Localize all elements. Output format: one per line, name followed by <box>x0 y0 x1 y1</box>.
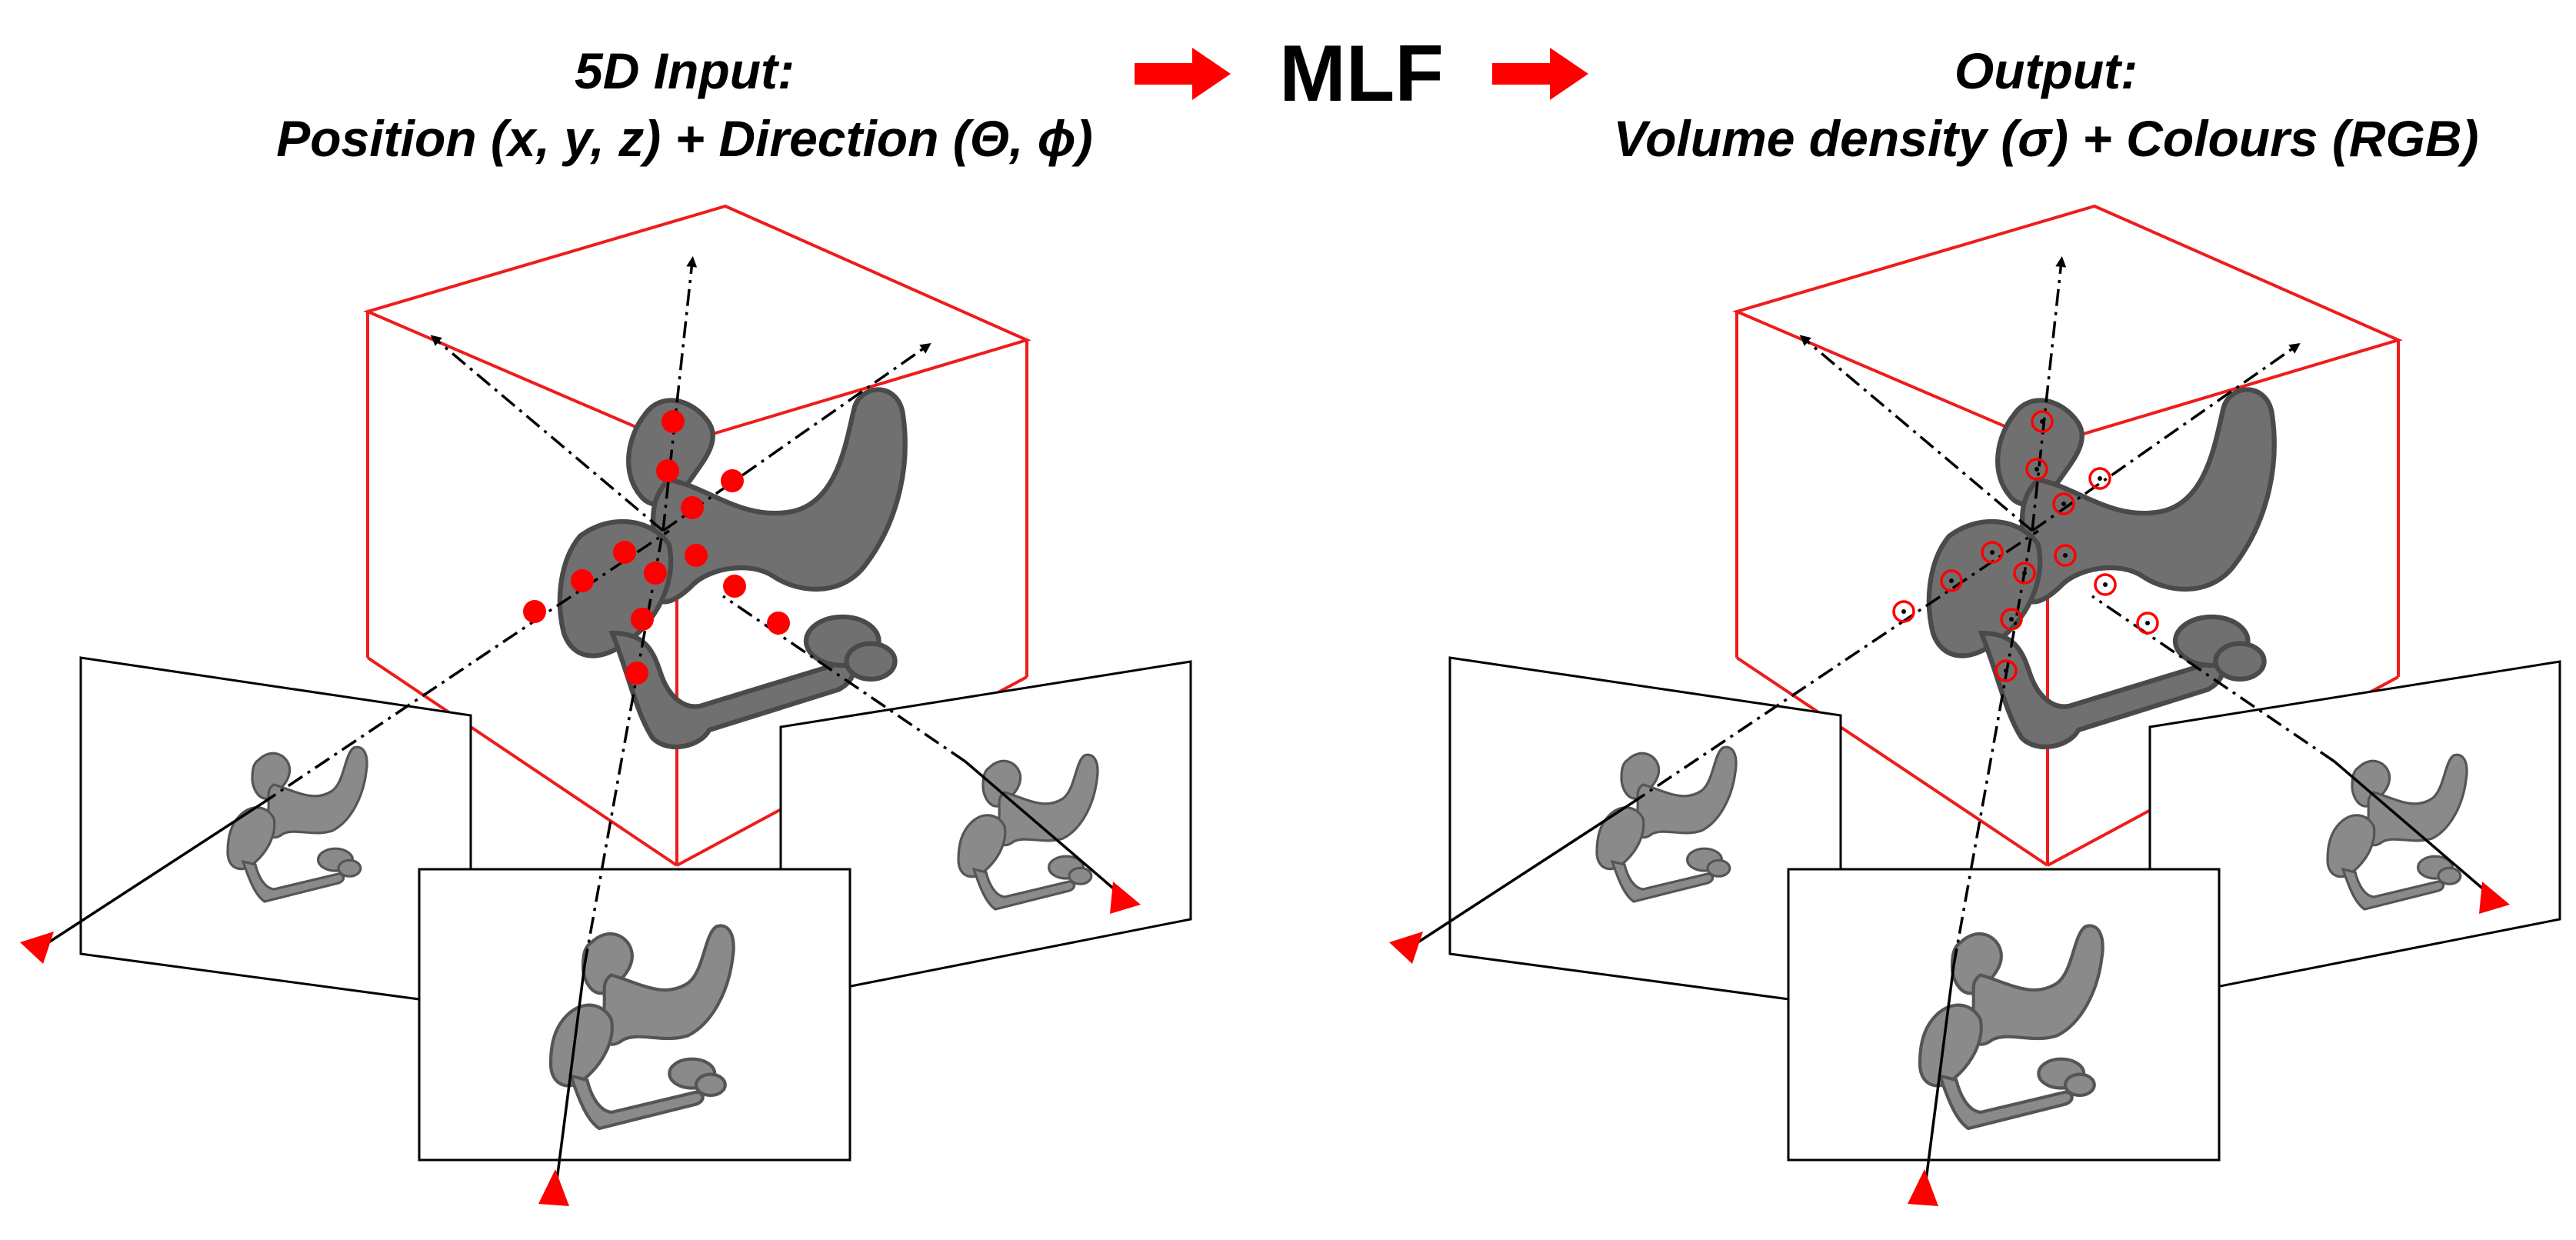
output-title-line1: Output: <box>1954 42 2138 99</box>
sample-point <box>2013 562 2036 585</box>
input-camera-view-left <box>79 656 472 1008</box>
sample-point <box>721 469 744 492</box>
sample-point <box>681 496 704 519</box>
output-title: Output: Volume density (σ) + Colours (RG… <box>1531 37 2561 172</box>
output-camera-markers <box>1389 882 2510 1206</box>
sample-point <box>2094 573 2117 596</box>
output-panel <box>1389 204 2561 1206</box>
sample-point <box>2025 458 2048 481</box>
camera-marker-right <box>2479 882 2510 914</box>
camera-marker-bottom <box>1908 1169 1938 1206</box>
input-axis-rays <box>430 256 931 532</box>
input-title: 5D Input: Position (x, y, z) + Direction… <box>185 37 1185 172</box>
output-title-line2: Volume density (σ) + Colours (RGB) <box>1613 110 2479 167</box>
sample-point <box>1981 541 2004 564</box>
sample-point <box>631 608 654 631</box>
sample-point <box>723 575 746 598</box>
input-camera-markers <box>20 882 1141 1206</box>
sample-point <box>2088 467 2111 490</box>
output-axis-rays <box>1799 256 2301 532</box>
input-title-line2: Position (x, y, z) + Direction (Θ, ϕ) <box>276 110 1093 167</box>
output-camera-view-front <box>1787 868 2221 1162</box>
input-sample-points <box>523 410 790 685</box>
sample-point <box>2031 410 2054 433</box>
input-camera-view-front <box>418 868 851 1162</box>
sample-point <box>661 410 685 433</box>
arrow-from-model <box>1492 48 1588 100</box>
sample-point <box>523 600 546 623</box>
camera-marker-right <box>1110 882 1141 914</box>
sample-point <box>2052 492 2075 515</box>
sample-point <box>685 544 708 567</box>
input-camera-rays <box>36 529 1128 1205</box>
sample-point <box>656 459 679 482</box>
sample-point <box>2136 612 2159 635</box>
camera-marker-left <box>20 932 54 964</box>
sample-point <box>1892 600 1915 623</box>
sample-point <box>613 541 636 564</box>
model-label: MLF <box>1279 29 1444 118</box>
camera-marker-left <box>1389 932 1423 964</box>
arrow-to-model <box>1135 48 1231 100</box>
output-camera-view-left <box>1448 656 1842 1008</box>
output-sample-points <box>1892 410 2159 682</box>
sample-point <box>571 569 594 592</box>
sample-point <box>2000 608 2023 631</box>
sample-point <box>1994 659 2018 682</box>
input-title-line1: 5D Input: <box>575 42 795 99</box>
flow-arrows <box>1135 48 1588 100</box>
sample-point <box>2054 544 2077 567</box>
sample-point <box>625 662 648 685</box>
input-panel <box>20 204 1192 1206</box>
camera-marker-bottom <box>538 1169 569 1206</box>
sample-point <box>767 612 790 635</box>
sample-point <box>1940 569 1963 592</box>
sample-point <box>644 562 667 585</box>
output-camera-rays <box>1405 529 2498 1205</box>
